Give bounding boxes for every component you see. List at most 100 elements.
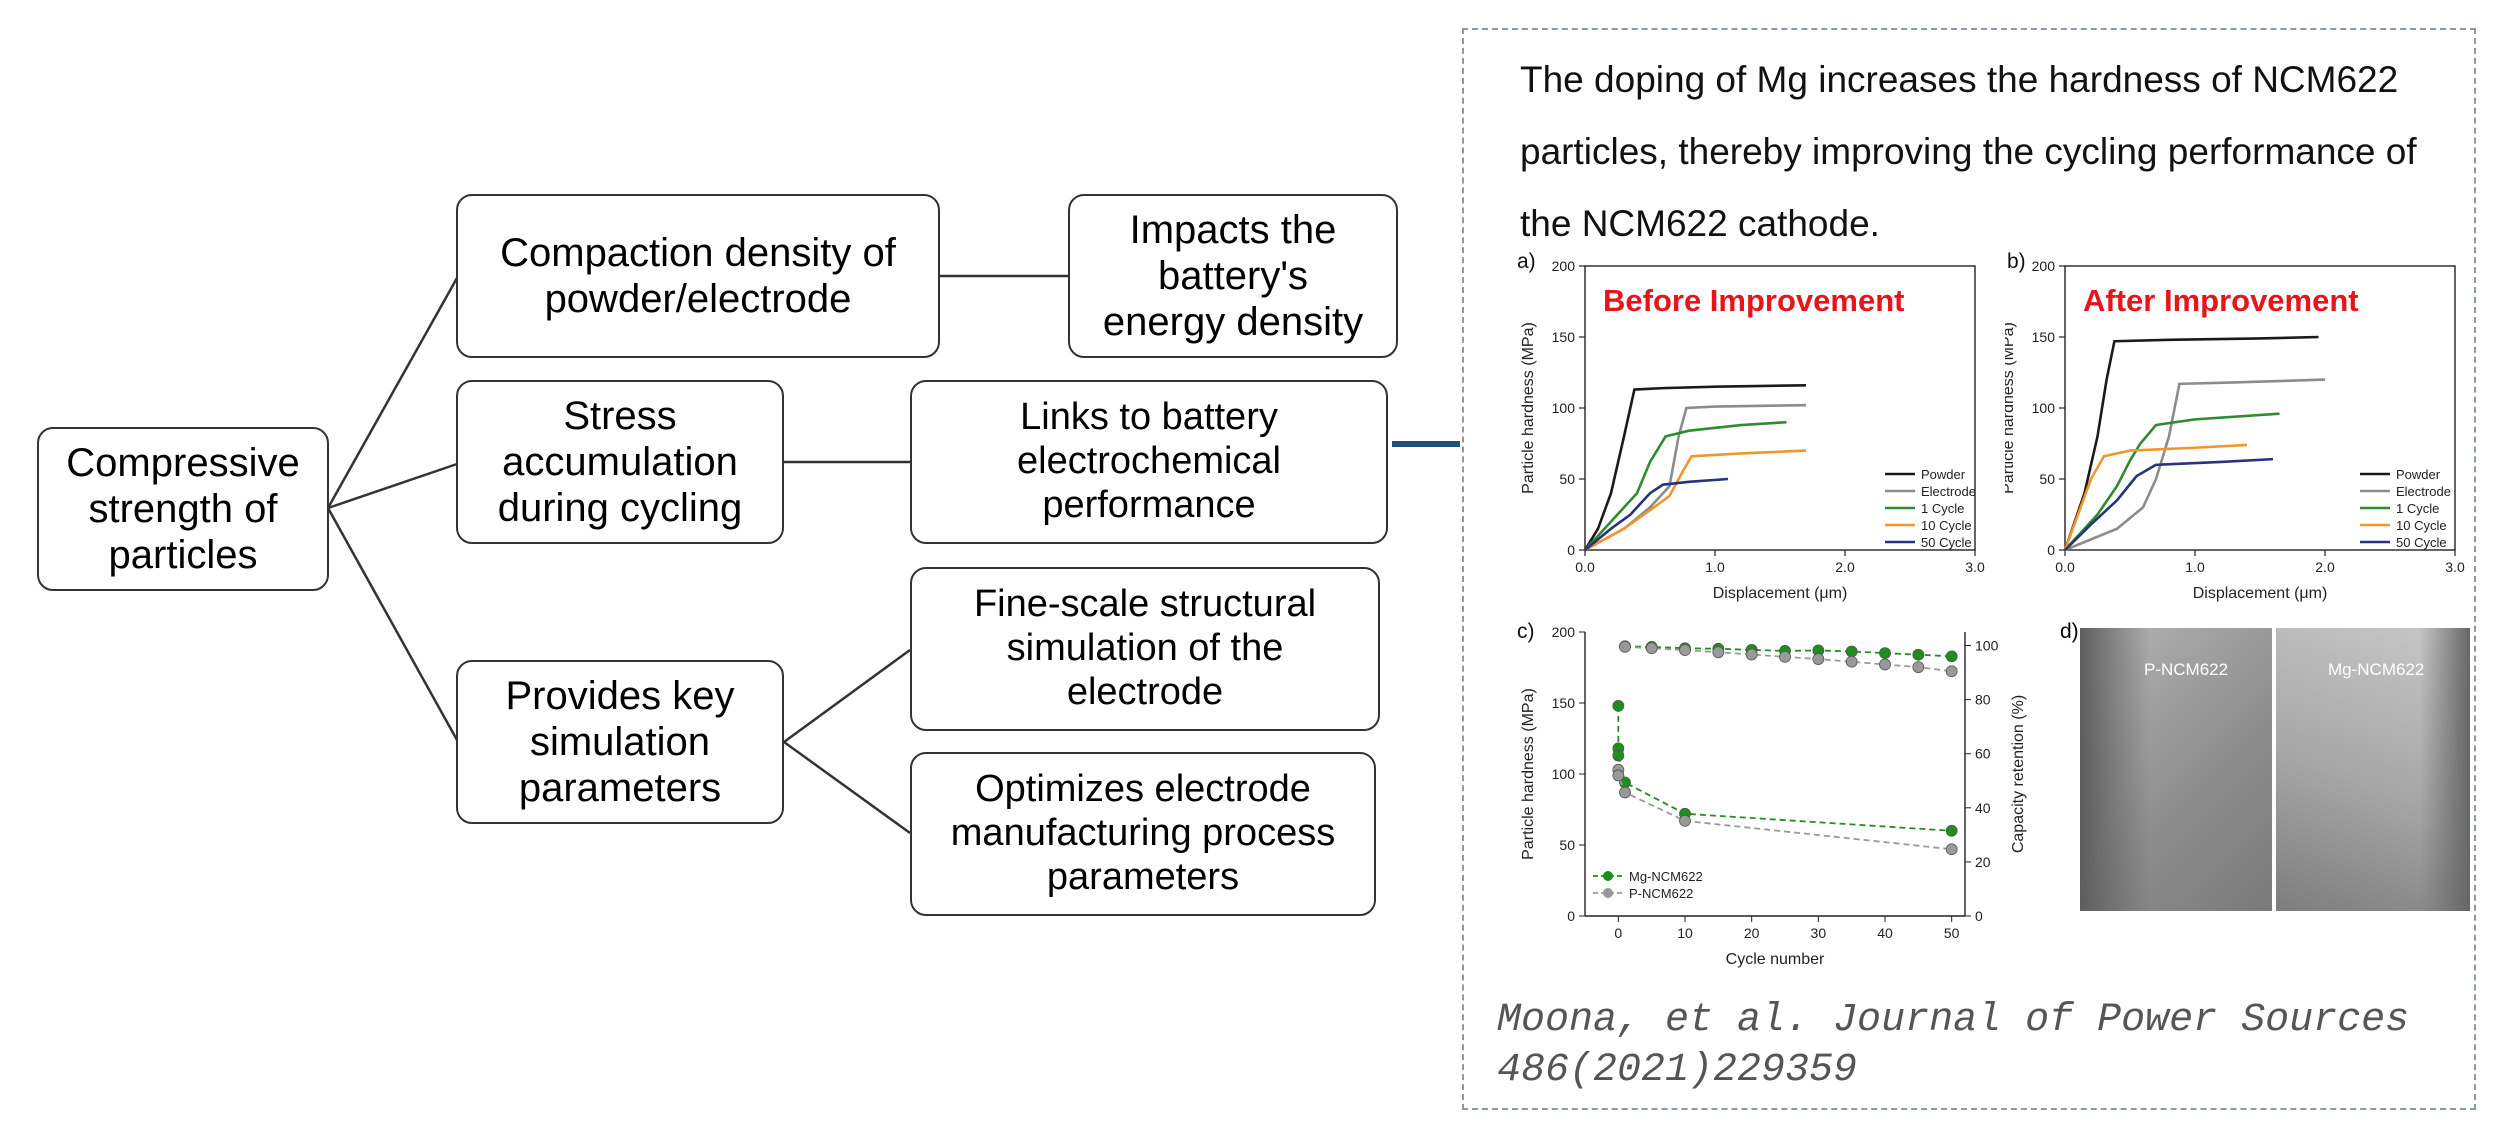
data-point	[1945, 843, 1958, 856]
data-point	[1879, 658, 1891, 671]
y-tick-label: 200	[2032, 258, 2056, 274]
legend-entry: 50 Cycle	[1921, 535, 1972, 550]
panel-letter: b)	[2007, 250, 2026, 273]
legend-entry: Electrode	[1921, 484, 1976, 499]
y2-tick-label: 100	[1975, 638, 1999, 654]
data-point	[1612, 769, 1625, 782]
sem-label-mg-ncm622: Mg-NCM622	[2328, 660, 2425, 679]
data-point	[1745, 648, 1758, 661]
panel-letter: c)	[1517, 620, 1535, 643]
legend-entry: Electrode	[2396, 484, 2451, 499]
sem-dark-edge-right	[2420, 628, 2470, 911]
series-line-1-cycle	[1584, 420, 1787, 551]
y2-tick-label: 60	[1975, 746, 1991, 762]
y-axis-label: Particle hardness (MPa)	[2005, 322, 2017, 494]
sem-image-p-ncm622: P-NCM622	[2080, 628, 2272, 911]
y2-tick-label: 20	[1975, 854, 1991, 870]
x-tick-label: 3.0	[1965, 559, 1985, 575]
data-point	[1612, 749, 1625, 762]
legend-entry: 1 Cycle	[1921, 501, 1964, 516]
y-tick-label: 100	[2032, 400, 2056, 416]
x-tick-label: 0.0	[1575, 559, 1595, 575]
y-tick-label: 100	[1552, 766, 1576, 782]
series-line-powder	[2063, 335, 2319, 551]
x-tick-label: 40	[1877, 925, 1893, 941]
data-point	[1645, 642, 1658, 655]
x-axis-label: Displacement (μm)	[2193, 585, 2328, 602]
x-tick-label: 50	[1944, 925, 1960, 941]
data-point	[1679, 814, 1691, 827]
x-tick-label: 1.0	[2185, 559, 2205, 575]
series-line-1-cycle	[2064, 412, 2280, 551]
sem-label-p-ncm622: P-NCM622	[2144, 660, 2229, 679]
legend-entry: 10 Cycle	[1921, 518, 1972, 533]
legend-entry: Mg-NCM622	[1629, 869, 1703, 884]
y-tick-label: 150	[2032, 329, 2056, 345]
y-tick-label: 200	[1552, 258, 1576, 274]
legend-entry: 1 Cycle	[2396, 501, 2439, 516]
y-tick-label: 150	[1552, 329, 1576, 345]
series-line-50-cycle	[1584, 477, 1729, 552]
legend-entry: Powder	[1921, 467, 1966, 482]
legend-entry: 50 Cycle	[2396, 535, 2447, 550]
data-point	[1612, 699, 1625, 712]
y-tick-label: 50	[2039, 471, 2055, 487]
sem-image-mg-ncm622: Mg-NCM622	[2276, 628, 2470, 911]
series-line-10-cycle	[2063, 443, 2248, 551]
legend-entry: P-NCM622	[1629, 886, 1693, 901]
y2-tick-label: 40	[1975, 800, 1991, 816]
data-point	[1779, 650, 1791, 663]
x-tick-label: 0	[1614, 925, 1622, 941]
data-point	[1945, 650, 1958, 663]
data-point	[1912, 648, 1925, 661]
panel-lead-text: The doping of Mg increases the hardness …	[1520, 59, 2417, 244]
data-point	[1679, 644, 1691, 657]
data-point	[1912, 661, 1925, 674]
data-point	[1812, 653, 1825, 665]
x-tick-label: 10	[1677, 925, 1693, 941]
series-line	[1617, 769, 1952, 851]
data-point	[1879, 647, 1891, 659]
node-compaction-density: Compaction density of powder/electrode	[456, 194, 940, 358]
data-point	[1619, 640, 1631, 653]
y-tick-label: 50	[1559, 837, 1575, 853]
node-energy-density: Impacts the battery's energy density	[1068, 194, 1398, 358]
y-tick-label: 200	[1552, 624, 1576, 640]
citation-text: Moona, et al. Journal of Power Sources 4…	[1497, 998, 2410, 1093]
chart-title: Before Improvement	[1603, 283, 1904, 318]
root-node-compressive-strength: Compressive strength of particles	[37, 427, 329, 591]
y-tick-label: 150	[1552, 695, 1576, 711]
legend-entry: 10 Cycle	[2396, 518, 2447, 533]
series-line-electrode	[1584, 403, 1807, 552]
y-tick-label: 0	[2047, 542, 2055, 558]
series-line-electrode	[2064, 378, 2326, 552]
x-tick-label: 2.0	[1835, 559, 1855, 575]
x-tick-label: 2.0	[2315, 559, 2335, 575]
legend-entry: Powder	[2396, 467, 2441, 482]
y-tick-label: 50	[1559, 471, 1575, 487]
panel-letter-d: d)	[2060, 620, 2079, 643]
y2-tick-label: 0	[1975, 908, 1983, 924]
node-electrochemical-performance: Links to battery electrochemical perform…	[910, 380, 1388, 544]
x-tick-label: 30	[1811, 925, 1827, 941]
y-tick-label: 0	[1567, 908, 1575, 924]
y2-axis-label: Capacity retention (%)	[2010, 695, 2027, 853]
data-point	[1619, 786, 1631, 799]
connector-lines	[326, 274, 1460, 835]
y2-tick-label: 80	[1975, 692, 1991, 708]
x-axis-label: Displacement (μm)	[1713, 585, 1848, 602]
legend-marker	[1603, 871, 1613, 881]
data-point	[1845, 645, 1858, 658]
sem-dark-edge	[2080, 628, 2150, 911]
x-tick-label: 3.0	[2445, 559, 2465, 575]
node-simulation-parameters: Provides key simulation parameters	[456, 660, 784, 824]
y-axis-label: Particle hardness (MPa)	[1520, 688, 1537, 860]
series-line-50-cycle	[2064, 457, 2274, 551]
x-tick-label: 20	[1744, 925, 1760, 941]
legend-marker	[1603, 888, 1613, 898]
y-axis-label: Particle hardness (MPa)	[1520, 322, 1537, 494]
x-tick-label: 0.0	[2055, 559, 2075, 575]
